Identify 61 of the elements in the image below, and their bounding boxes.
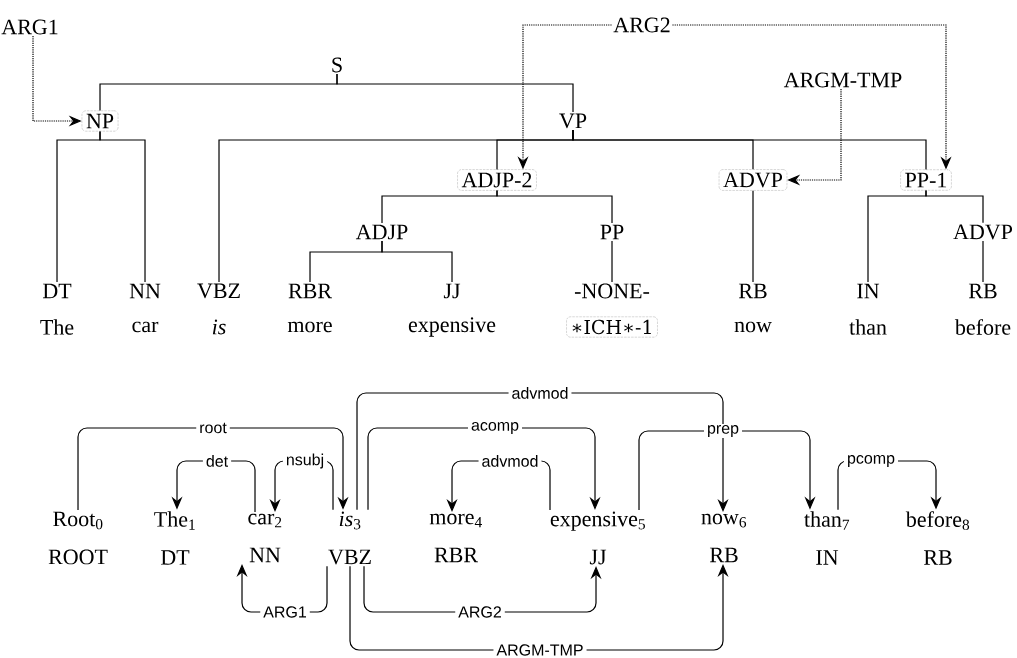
edge-label: advmod bbox=[478, 454, 542, 468]
trace-box: ∗ICH∗-1 bbox=[566, 316, 658, 338]
edge-label: pcomp bbox=[844, 454, 898, 468]
dependency-arc bbox=[638, 430, 816, 511]
tree-branch bbox=[336, 73, 574, 113]
pos-tag: -NONE- bbox=[574, 283, 650, 299]
word: car bbox=[132, 321, 159, 333]
pos-tag: RB bbox=[968, 283, 997, 299]
boxed-label: NP bbox=[81, 110, 119, 132]
token-label: is$_{3}$ VBZ bbox=[328, 511, 371, 565]
token-label: Root$_{0}$ ROOT bbox=[48, 511, 108, 565]
boxed-label: ADJP-2 bbox=[457, 169, 537, 191]
token-label: expensive$_{5}$ JJ bbox=[550, 511, 645, 565]
edge-label: ARGM-TMP bbox=[493, 643, 587, 657]
edge-label: ARG2 bbox=[455, 605, 505, 619]
token-label: before$_{8}$ RB bbox=[905, 511, 970, 565]
role-label: ARG2 bbox=[613, 17, 670, 33]
constituent-label: ADVP bbox=[953, 224, 1013, 240]
word: now bbox=[734, 321, 772, 333]
edge-label: det bbox=[202, 454, 232, 468]
constituent-label: PP bbox=[600, 224, 624, 240]
word: before bbox=[954, 319, 1011, 335]
word: than bbox=[849, 319, 887, 335]
tree-branch bbox=[496, 190, 613, 224]
edge-label: ARG1 bbox=[260, 605, 310, 619]
edge-label: root bbox=[196, 421, 230, 435]
word: The bbox=[40, 319, 74, 335]
tree-branch bbox=[982, 240, 984, 283]
pos-tag: VBZ bbox=[197, 283, 240, 299]
edge-label: acomp bbox=[468, 421, 522, 435]
token-label: than$_{7}$ IN bbox=[804, 511, 850, 565]
constituent-label: S bbox=[332, 57, 342, 73]
pos-tag: DT bbox=[42, 283, 72, 299]
role-label: ARG1 bbox=[1, 19, 58, 35]
dependency-arc bbox=[77, 427, 349, 511]
word: is bbox=[212, 319, 226, 335]
constituent-label: VP bbox=[559, 113, 587, 129]
pos-tag: JJ bbox=[443, 283, 461, 299]
pos-tag: IN bbox=[857, 283, 880, 299]
tree-branch bbox=[752, 190, 754, 283]
tree-branch bbox=[99, 130, 146, 283]
role-label: ARGM-TMP bbox=[783, 72, 902, 88]
tree-branch bbox=[611, 240, 613, 283]
word: expensive bbox=[408, 317, 496, 337]
tree-branch bbox=[381, 240, 453, 283]
edge-label: nsubj bbox=[282, 452, 328, 470]
token-label: car$_{2}$ NN bbox=[248, 513, 282, 563]
edge-label: prep bbox=[704, 424, 742, 438]
pos-tag: RBR bbox=[288, 283, 332, 299]
tree-branch bbox=[925, 189, 984, 224]
pos-tag: RB bbox=[738, 283, 767, 299]
edge-label: advmod bbox=[508, 386, 572, 400]
token-label: now$_{6}$ RB bbox=[701, 513, 747, 563]
boxed-label: ADVP bbox=[718, 169, 788, 191]
token-label: more$_{4}$ RBR bbox=[429, 513, 482, 563]
token-label: The$_{1}$ DT bbox=[154, 511, 195, 565]
tree-branch bbox=[572, 129, 927, 171]
pos-tag: NN bbox=[129, 283, 161, 299]
boxed-label: PP-1 bbox=[900, 169, 952, 191]
constituent-label: ADJP bbox=[355, 224, 408, 240]
word: more bbox=[287, 321, 332, 333]
